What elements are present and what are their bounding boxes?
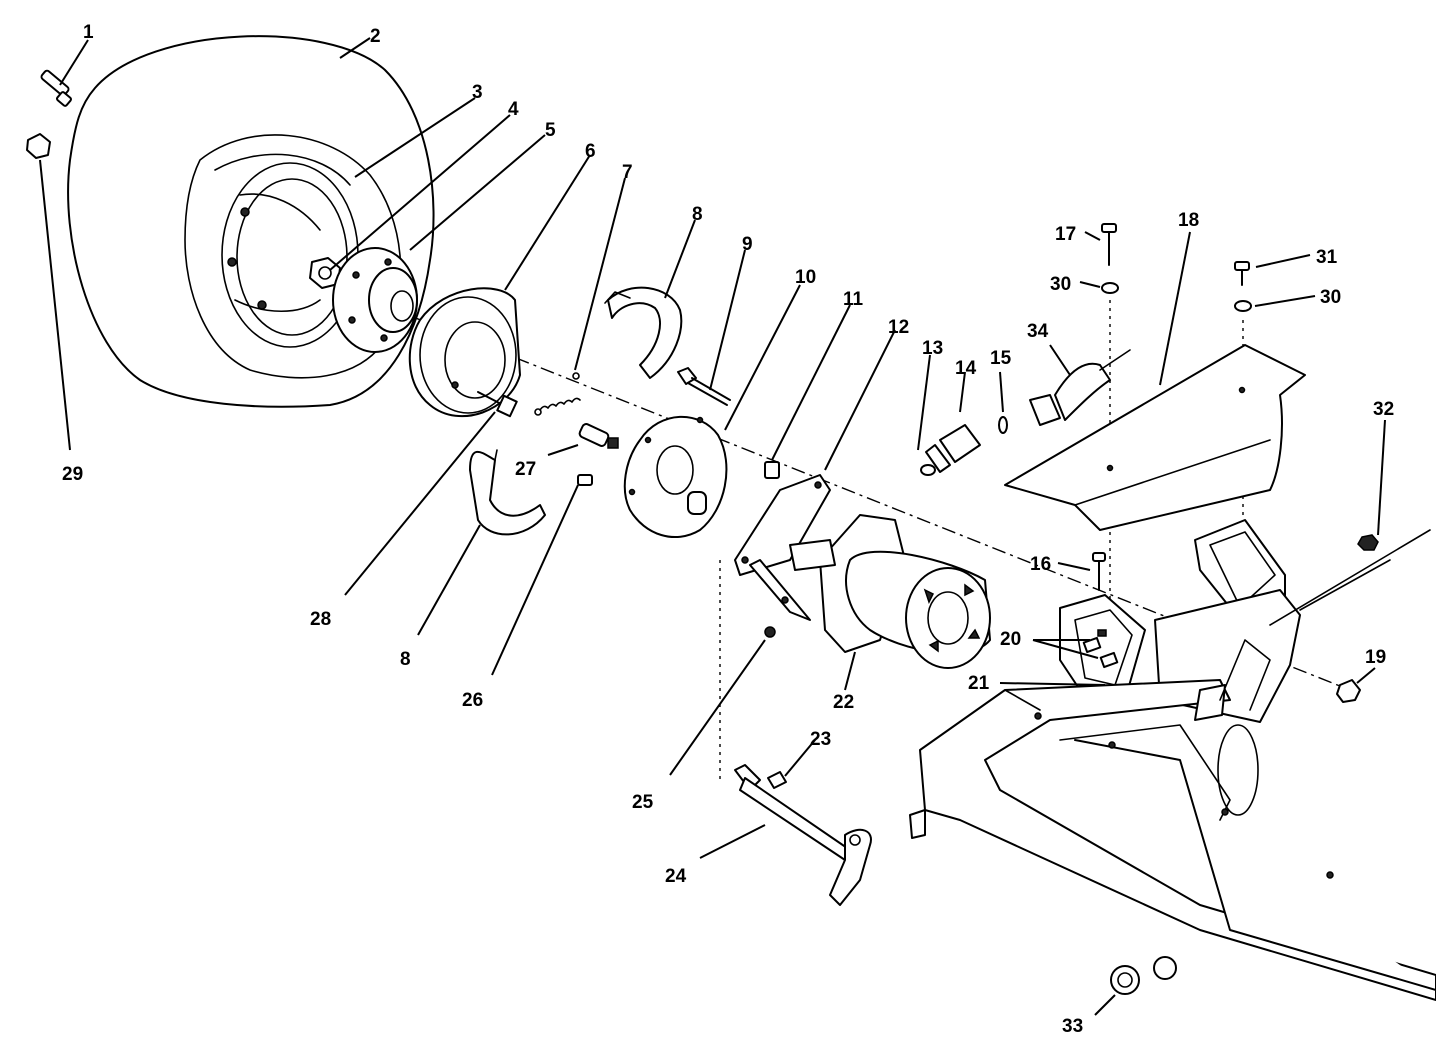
- frame-rail: [909, 639, 1436, 1001]
- callout-19: 19: [1365, 647, 1386, 668]
- key-part-11: [764, 461, 780, 479]
- callout-20: 20: [1000, 629, 1021, 650]
- fitting-part-14: [925, 424, 981, 473]
- cam-part-27: [578, 423, 619, 449]
- bolt-part-17: [1101, 223, 1117, 266]
- callout-34: 34: [1027, 321, 1049, 342]
- hub-part-5: [332, 247, 418, 353]
- callout-31: 31: [1316, 247, 1338, 268]
- callout-25: 25: [632, 792, 654, 813]
- leader-lines: [39, 37, 1386, 1016]
- callout-14: 14: [955, 358, 977, 379]
- bushings-part-33: [1110, 956, 1177, 995]
- wheel-bolt-part-28: [477, 391, 518, 418]
- callout-26: 26: [462, 690, 483, 711]
- screw-part-26: [577, 474, 593, 486]
- brake-shoe-upper-part-8: [604, 286, 683, 379]
- mount-bracket-part-12: [734, 474, 831, 621]
- callout-29: 29: [62, 464, 83, 485]
- callout-28: 28: [310, 609, 331, 630]
- nut-part-19: [1336, 679, 1361, 703]
- nut-part-25: [764, 626, 776, 638]
- nut-part-32: [1357, 534, 1379, 551]
- callout-3: 3: [472, 82, 483, 103]
- bolt-part-16: [1092, 552, 1106, 591]
- callout-5: 5: [545, 120, 556, 141]
- valve-stem-part-1: [40, 69, 72, 107]
- bolt-part-9: [677, 367, 731, 406]
- backing-plate-part-10: [623, 415, 728, 539]
- brake-shoe-lower-part-8: [469, 449, 546, 536]
- callout-30-right: 30: [1320, 287, 1341, 308]
- callout-8-lower: 8: [400, 649, 411, 670]
- callout-7: 7: [622, 162, 633, 183]
- callout-17: 17: [1055, 224, 1076, 245]
- callout-2: 2: [370, 26, 381, 47]
- valve-cap-part-29: [26, 133, 51, 159]
- callout-13: 13: [922, 338, 943, 359]
- callout-6: 6: [585, 141, 596, 162]
- callout-18: 18: [1178, 210, 1199, 231]
- wheel-motor-part-22: [789, 514, 991, 669]
- callout-21: 21: [968, 673, 990, 694]
- callout-15: 15: [990, 348, 1012, 369]
- callout-22: 22: [833, 692, 854, 713]
- callout-33: 33: [1062, 1016, 1083, 1037]
- callout-12: 12: [888, 317, 909, 338]
- callout-8-upper: 8: [692, 204, 703, 225]
- callout-1: 1: [83, 22, 94, 43]
- callout-16: 16: [1030, 554, 1051, 575]
- callout-11: 11: [843, 289, 864, 310]
- callout-23: 23: [810, 729, 831, 750]
- callout-4: 4: [508, 99, 519, 120]
- washer-part-30b: [1234, 300, 1252, 312]
- callout-9: 9: [742, 234, 753, 255]
- o-ring-part-13: [920, 464, 936, 476]
- callout-labels: 1 2 3 4 5 6 7 8 8 9 10 11 12 13 14 15 16…: [62, 22, 1394, 1037]
- brake-drum-part-6: [408, 287, 521, 418]
- callout-32: 32: [1373, 399, 1394, 420]
- spring-part-7: [534, 372, 581, 416]
- callout-30-left: 30: [1050, 274, 1071, 295]
- callout-10: 10: [795, 267, 816, 288]
- cover-part-18: [1004, 344, 1306, 531]
- hose-part-34: [1029, 349, 1131, 426]
- clip-part-23: [767, 771, 787, 789]
- callout-24: 24: [665, 866, 687, 887]
- brake-rod-part-24: [734, 764, 872, 906]
- o-ring-part-15: [998, 416, 1008, 434]
- motor-bracket-part-20: [1059, 594, 1146, 701]
- washer-part-30a: [1101, 282, 1119, 294]
- bolt-part-31: [1234, 261, 1250, 286]
- callout-27: 27: [515, 459, 536, 480]
